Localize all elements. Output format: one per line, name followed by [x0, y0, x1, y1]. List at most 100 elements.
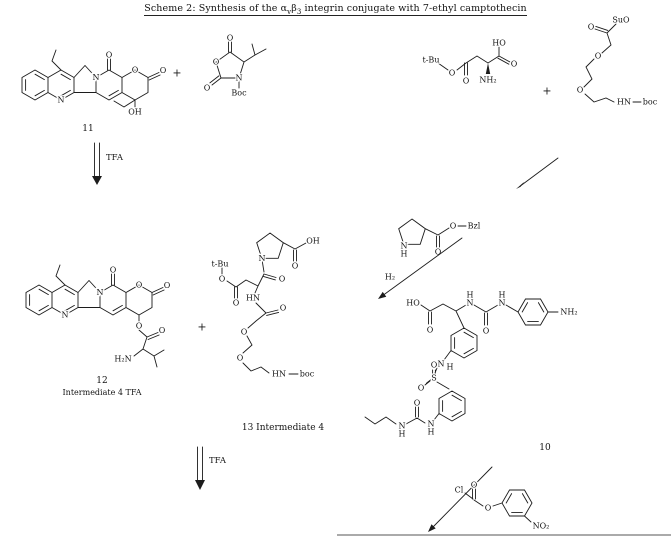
group-label-tBu: t-Bu [423, 56, 440, 65]
atom-label-O: O [241, 328, 248, 337]
stereo-wedge [485, 63, 491, 74]
atom-label-HN: HN [272, 370, 286, 379]
group-label-boc: boc [643, 98, 658, 107]
atom-label-O: O [164, 281, 171, 290]
compound-12-substituent-bonds [55, 264, 165, 368]
plus-sign-2: + [542, 85, 551, 98]
arrow-shafts [94, 142, 100, 178]
atom-label-S: S [431, 374, 436, 383]
scheme-title: Scheme 2: Synthesis of the αvβ3 integrin… [0, 3, 671, 16]
atom-label-H: H [467, 291, 474, 300]
atom-label-N: N [438, 360, 445, 369]
atom-label-O: O [110, 266, 117, 275]
atom-label-O: O [450, 222, 457, 231]
atom-label-O: O [588, 23, 595, 32]
atom-label-N: N [97, 288, 104, 297]
atom-label-O: O [511, 60, 518, 69]
caption-compound-13: 13 Intermediate 4 [242, 423, 325, 433]
arrow-shaft [432, 466, 493, 528]
atom-label-O: O [160, 66, 167, 75]
caption-compound-11: 11 [82, 124, 93, 134]
atom-label-N: N [467, 299, 474, 308]
atom-label-O: O [485, 504, 492, 513]
reagent-label-tfa: TFA [209, 456, 227, 466]
atom-label-O: O [449, 69, 456, 78]
atom-label-O: O [136, 322, 143, 331]
compound-12-structure: O O O N N O O H₂N 12 Intermediate 4 TFA [25, 264, 172, 397]
atom-label-NO2: NO₂ [533, 522, 550, 531]
title-prefix: Scheme 2: Synthesis of the α [144, 3, 288, 14]
atom-label-O: O [233, 299, 240, 308]
atom-label-H: H [399, 430, 406, 439]
compound-13-structure: N O OH O HN O O t-Bu O O O HN boc 13 Int… [210, 232, 325, 433]
compound-12-ring-bonds [25, 279, 153, 316]
atom-label-O: O [227, 34, 234, 43]
atom-label-N: N [259, 254, 266, 263]
atom-label-Cl: Cl [455, 486, 464, 495]
nitrophenyl-chloroformate-structure: Cl O O NO₂ [453, 479, 550, 532]
atom-label-O: O [219, 275, 226, 284]
atom-label-N: N [401, 242, 408, 251]
title-sub-3: 3 [296, 7, 302, 16]
scheme-title-text: Scheme 2: Synthesis of the αvβ3 integrin… [144, 3, 527, 16]
aspartate-bonds [437, 46, 511, 76]
atom-label-O: O [237, 354, 244, 363]
suo-peg-boc-linker-structure: SuO O O O HN boc [575, 14, 659, 108]
atom-label-O: O [463, 77, 470, 86]
atom-label-H2N: H₂N [114, 355, 131, 364]
atom-label-N: N [399, 422, 406, 431]
caption-compound-12-name: Intermediate 4 TFA [63, 388, 142, 397]
atom-label-N: N [428, 420, 435, 429]
atom-label-O: O [280, 304, 287, 313]
caption-compound-12: 12 [96, 376, 107, 386]
plus-sign-3: + [197, 321, 206, 334]
atom-label-O: O [595, 52, 602, 61]
compound-11-structure: O O O OH N N 11 [21, 49, 168, 134]
atom-label-OH: OH [128, 108, 142, 117]
group-label-tBu: t-Bu [212, 260, 229, 269]
compound-13-bonds [221, 232, 307, 375]
proline-obzl-structure: N H O O Bzl [398, 218, 482, 260]
atom-label-N: N [58, 96, 65, 105]
atom-label-O: O [136, 281, 143, 290]
compound-10-structure: HO O N H O N H NH₂ N H S O O N H O N H 1… [364, 289, 579, 453]
atom-label-N: N [62, 311, 69, 320]
atom-label-NH2: NH₂ [560, 308, 577, 317]
boc-valine-nca-structure: O O O N Boc [202, 32, 267, 99]
atom-label-O: O [204, 84, 211, 93]
title-sub-v: v [287, 7, 292, 16]
group-label-Bzl: Bzl [468, 222, 481, 231]
arrow-shaft [382, 237, 463, 297]
atom-label-O: O [418, 384, 425, 393]
atom-label-O: O [431, 361, 438, 370]
arrow-head [516, 181, 525, 189]
proline-bonds [398, 218, 467, 248]
nca-bonds [209, 41, 267, 89]
arrow-head [195, 480, 205, 490]
chloroformate-bonds [464, 488, 533, 523]
h2-reaction-arrow: H₂ [378, 237, 463, 299]
arrow-shaft [520, 157, 559, 186]
atom-label-O: O [159, 326, 166, 335]
tbu-aspartate-structure: t-Bu O O HO O NH₂ [421, 37, 519, 87]
group-label-Boc: Boc [231, 89, 247, 98]
compound-11-ring-bonds [21, 64, 149, 101]
atom-label-HN: HN [617, 98, 631, 107]
group-label-boc: boc [300, 370, 315, 379]
atom-label-H: H [499, 291, 506, 300]
atom-label-O: O [577, 86, 584, 95]
compound-11-aromatic-bonds [25, 73, 119, 97]
atom-label-O: O [414, 399, 421, 408]
compound-10-bonds [364, 298, 559, 425]
atom-label-O: O [471, 481, 478, 490]
atom-label-O: O [292, 262, 299, 271]
atom-label-O: O [279, 275, 286, 284]
reaction-arrow-coupling [516, 157, 559, 189]
plus-sign-1: + [172, 67, 181, 80]
reaction-arrow-chloroformate [428, 466, 493, 532]
atom-label-O: O [483, 327, 490, 336]
arrow-head [92, 176, 102, 185]
atom-label-O: O [132, 66, 139, 75]
